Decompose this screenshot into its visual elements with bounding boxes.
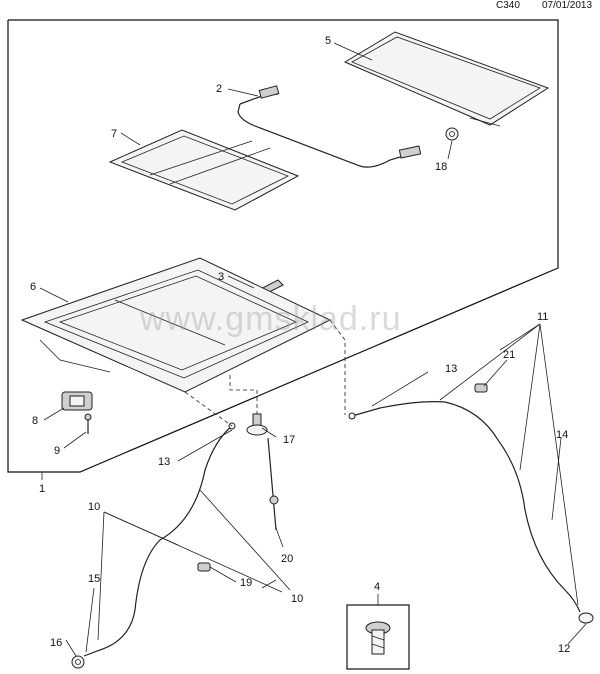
watermark-text: www.gmsklad.ru	[140, 300, 402, 338]
callout-2: 2	[216, 83, 222, 95]
callout-12: 12	[558, 643, 570, 655]
callout-16: 16	[50, 637, 62, 649]
callout-21: 21	[503, 349, 515, 361]
callout-17: 17	[283, 434, 295, 446]
callout-10-bottom: 10	[291, 593, 303, 605]
grommet-plug	[445, 127, 459, 141]
callout-7: 7	[111, 128, 117, 140]
callout-13-rear: 13	[445, 363, 457, 375]
callout-3: 3	[218, 271, 224, 283]
callout-4: 4	[374, 581, 380, 593]
assembly-frame	[7, 19, 559, 473]
leader-lines	[39, 42, 587, 657]
callout-9: 9	[54, 445, 60, 457]
callout-20: 20	[281, 553, 293, 565]
fastener-detail-box	[346, 604, 410, 670]
rear-drain-hose	[348, 401, 581, 613]
sunshade-panel	[108, 129, 300, 211]
frame-bolt	[246, 413, 268, 436]
drain-hose-rod	[267, 437, 279, 531]
callout-14: 14	[556, 429, 568, 441]
drain-grommet-front	[71, 655, 85, 669]
callout-6: 6	[30, 281, 36, 293]
callout-8: 8	[32, 415, 38, 427]
motor-screw	[84, 413, 92, 434]
callout-1: 1	[39, 483, 45, 495]
diagram-date: 07/01/2013	[542, 0, 593, 11]
sunroof-glass-panel	[343, 31, 550, 127]
callout-5: 5	[325, 35, 331, 47]
sunroof-seal-cable	[237, 85, 422, 168]
callout-13-front: 13	[158, 456, 170, 468]
callout-11: 11	[537, 311, 548, 323]
sunroof-motor	[61, 391, 93, 411]
drain-grommet-rear	[578, 612, 594, 624]
callout-15: 15	[88, 573, 100, 585]
callout-18: 18	[435, 161, 447, 173]
diagram-code: C340	[496, 0, 520, 11]
callout-10-left: 10	[88, 501, 100, 513]
hose-clip	[197, 562, 211, 572]
callout-19: 19	[240, 577, 252, 589]
